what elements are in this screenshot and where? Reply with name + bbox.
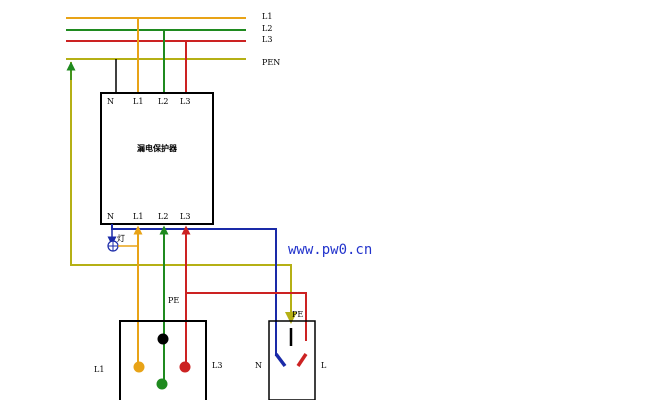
- pen-protective-wire: [70, 62, 297, 324]
- lamp-label: 灯: [117, 233, 125, 243]
- breaker-title: 漏电保护器: [137, 143, 178, 153]
- watermark-text: www.pw0.cn: [288, 242, 372, 258]
- three-phase-pe-label: PE: [168, 296, 179, 305]
- breaker-top-l2: L2: [158, 97, 168, 106]
- l2-terminal-dot: [156, 378, 168, 390]
- breaker-bottom-l3: L3: [180, 212, 190, 221]
- breaker-top-l3: L3: [180, 97, 190, 106]
- bus-l3-label: L3: [262, 35, 272, 44]
- breaker-bottom-l2: L2: [158, 212, 168, 221]
- pe-terminal-dot: [157, 333, 169, 345]
- bus-l2-label: L2: [262, 24, 272, 33]
- single-phase-pe-label: PE: [292, 310, 303, 319]
- single-n-pin: [274, 352, 287, 368]
- three-phase-left-label: L1: [94, 365, 104, 374]
- single-phase-left-label: N: [255, 361, 262, 370]
- breaker-top-n: N: [107, 97, 114, 106]
- l1-terminal-dot: [133, 361, 145, 373]
- single-l-pin: [296, 353, 308, 367]
- breaker-top-l1: L1: [133, 97, 143, 106]
- breaker-bottom-n: N: [107, 212, 114, 221]
- neutral-wire: [111, 224, 277, 356]
- breaker-bottom-l1: L1: [133, 212, 143, 221]
- l3-to-single-socket-wire: [186, 292, 307, 341]
- bus-l1-label: L1: [262, 12, 272, 21]
- leakage-breaker-box: [100, 92, 214, 225]
- l3-terminal-dot: [179, 361, 191, 373]
- bus-pen-label: PEN: [262, 58, 280, 67]
- three-phase-right-label: L3: [212, 361, 222, 370]
- single-phase-right-label: L: [321, 361, 327, 370]
